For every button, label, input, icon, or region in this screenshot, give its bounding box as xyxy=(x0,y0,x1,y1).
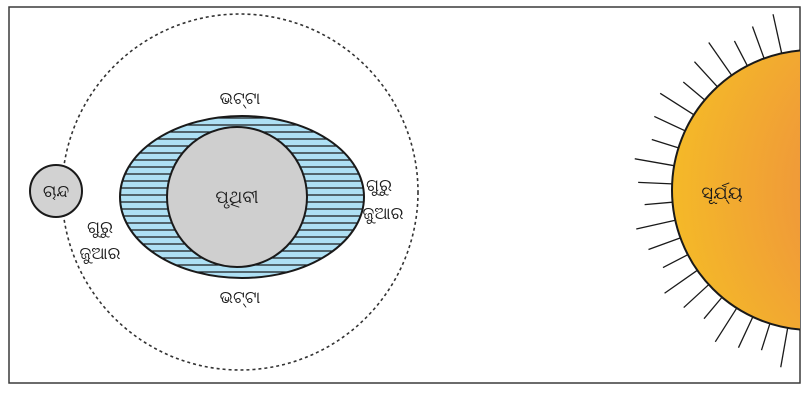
sun-ray xyxy=(773,14,782,53)
sun-ray xyxy=(684,285,709,308)
sun-ray xyxy=(709,43,732,76)
sun-ray xyxy=(645,202,673,204)
sun-ray xyxy=(704,297,722,318)
sun-ray xyxy=(665,270,698,293)
high-tide-right-label-line1: ଗୁରୁ xyxy=(366,176,392,196)
high-tide-near-moon-label-line1: ଗୁରୁ xyxy=(87,218,113,238)
high-tide-near-moon-label-line2: ଜୁଆର xyxy=(79,244,120,264)
sun-ray xyxy=(781,328,788,367)
sun-ray xyxy=(635,159,674,166)
sun-ray xyxy=(638,182,672,183)
sun-ray xyxy=(734,41,747,66)
sun-ray xyxy=(761,324,769,351)
sun-ray xyxy=(752,26,764,58)
low-tide-bottom-label: ଭଟ୍ଟା xyxy=(220,288,261,308)
earth-label: ପୃଥିବୀ xyxy=(215,187,258,208)
low-tide-top-label: ଭଟ୍ଟା xyxy=(220,89,261,109)
sun-ray xyxy=(636,220,675,229)
sun-ray xyxy=(663,255,688,268)
sun-label: ସୂର୍ଯ୍ୟ xyxy=(701,182,742,205)
moon-label: ଚାନ୍ଦ xyxy=(43,182,70,202)
sun-ray xyxy=(652,139,679,147)
sun-ray xyxy=(648,238,680,250)
sun-ray xyxy=(715,308,736,342)
sun-ray xyxy=(654,116,685,130)
high-tide-right-label-line2: ଜୁଆର xyxy=(362,204,403,224)
sun-ray xyxy=(683,82,704,100)
sun-ray xyxy=(660,93,694,114)
sun-ray xyxy=(694,62,717,87)
sun-ray xyxy=(738,317,752,348)
